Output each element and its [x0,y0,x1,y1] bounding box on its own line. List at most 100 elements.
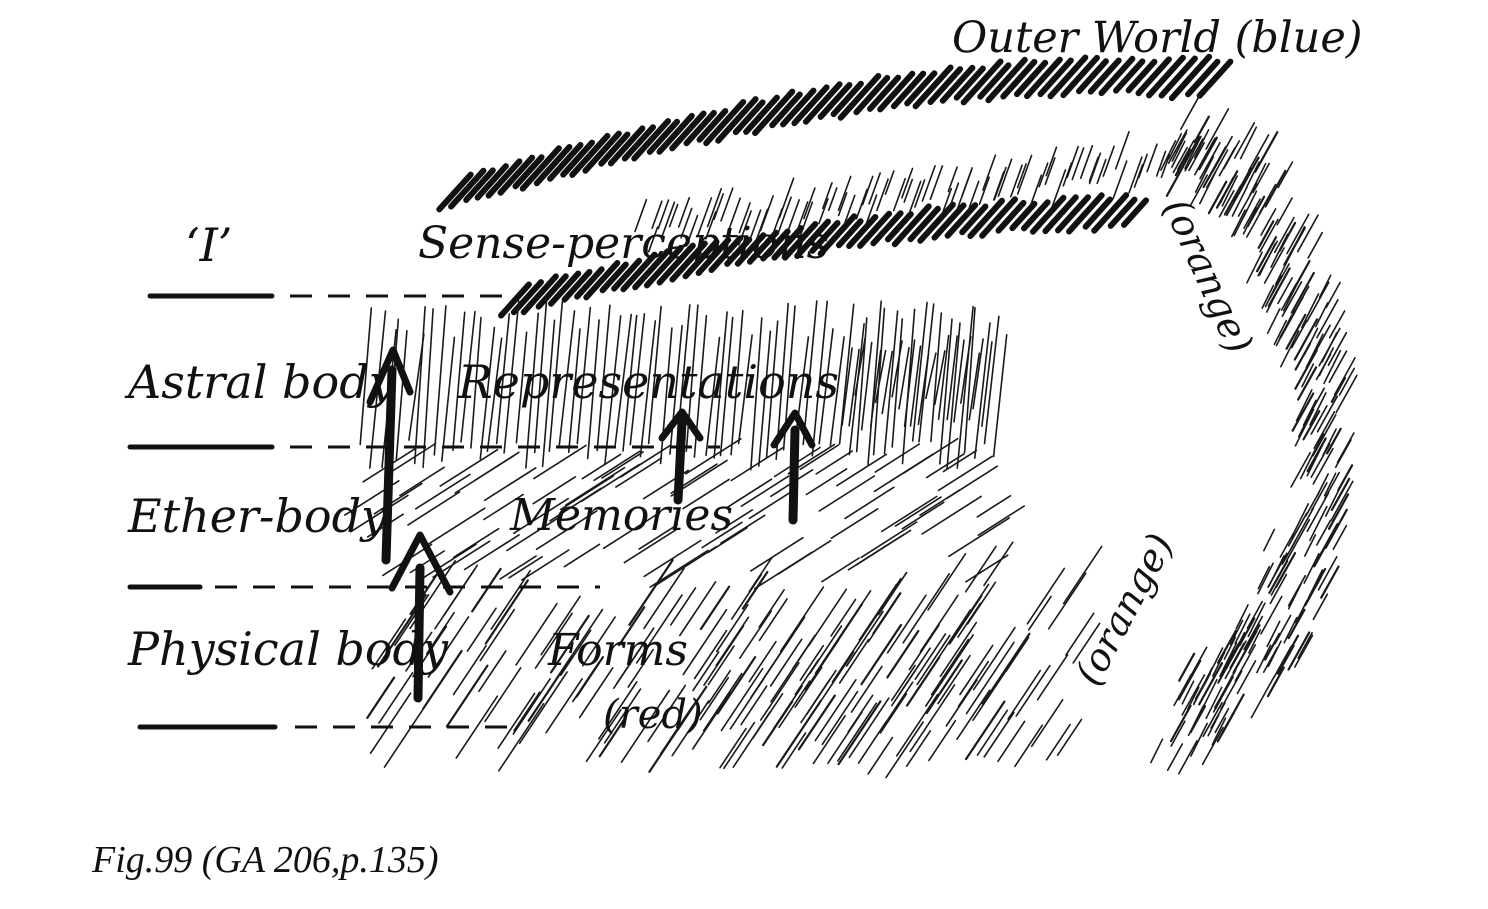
hatch-stroke [787,199,801,230]
hatch-stroke [817,82,853,120]
hatch-stroke [837,175,852,212]
hatch-stroke [1266,620,1281,648]
hatch-stroke [696,197,713,238]
hatch-stroke [512,154,545,190]
hatch-stroke [1036,653,1069,701]
hatch-stroke [1155,150,1167,177]
hatch-stroke [1316,298,1339,339]
hatch-stroke [939,621,978,678]
hatch-stroke [651,200,663,230]
hatch-stroke [945,679,978,727]
hatch-stroke [814,678,857,742]
hatch-stroke [956,689,991,741]
hatch-stroke [758,588,785,628]
hatch-stroke [1212,676,1234,713]
hatch-stroke [725,478,773,509]
hatch-stroke [1047,54,1089,100]
hatch-stroke [607,125,646,167]
hatch-stroke [498,281,532,319]
hatch-stroke [909,684,956,753]
hatch-stroke [972,670,1007,722]
hatch-stroke [1047,572,1087,630]
hatch-stroke [912,64,954,110]
hatch-stroke [708,235,744,273]
memories-label: Memories [509,490,733,541]
hatch-stroke [369,692,412,755]
hatch-stroke [1214,707,1230,734]
hatch-stroke [1266,666,1285,698]
hatch-stroke [1188,142,1205,172]
hatch-stroke [558,310,576,449]
hatch-stroke [715,96,759,144]
hatch-stroke [466,607,497,652]
hatch-stroke [942,449,978,473]
hatch-stroke [699,585,731,631]
hatch-stroke [627,648,655,688]
hatch-stroke [907,205,941,243]
hatch-stroke [578,667,614,719]
hatch-stroke [1016,163,1027,189]
hatch-stroke [829,336,845,447]
hatch-stroke [795,201,809,234]
hatch-stroke [1246,251,1263,284]
hatch-stroke [1247,602,1266,638]
hatch-stroke [1325,480,1344,517]
hatch-stroke [868,172,882,205]
hatch-stroke [439,448,499,487]
hatch-stroke [928,719,957,762]
hatch-stroke [965,641,1015,715]
hatch-stroke [669,110,707,152]
hatch-stroke [628,558,674,627]
hatch-stroke [933,350,946,406]
hatch-stroke [749,317,763,471]
hatch-stroke [1205,108,1230,150]
hatch-stroke [452,311,466,452]
arrow-up-icon [388,531,454,703]
hatch-stroke [497,692,536,750]
hatch-stroke [1294,408,1315,447]
hatch-stroke [1202,701,1223,738]
hatch-stroke [425,611,455,655]
hatch-stroke [715,603,749,653]
hatch-stroke [1309,392,1327,426]
hatch-stroke [513,691,541,732]
hatch-stroke [1313,410,1336,450]
hatch-stroke [506,515,562,552]
hatch-stroke [1060,54,1100,99]
hatch-stroke [985,56,1028,104]
hatch-stroke [877,571,908,616]
hatch-stroke [1273,216,1295,254]
hatch-stroke [821,557,860,583]
hatch-stroke [874,577,902,619]
hatch-stroke [727,197,742,231]
hatch-stroke [463,167,496,203]
hatch-stroke [425,507,486,547]
outer-world-hatching [436,53,1234,319]
hatch-stroke [631,118,671,162]
hatch-stroke [1009,164,1023,198]
hatch-stroke [1263,632,1281,661]
hatch-stroke [586,319,600,460]
hatch-stroke [1223,636,1237,660]
hatch-stroke [1318,274,1332,299]
red-label: (red) [603,692,703,738]
hatch-stroke [521,549,570,581]
hatch-stroke [452,527,500,559]
hatch-stroke [818,328,834,445]
hatch-stroke [1255,236,1278,273]
hatch-stroke [692,651,720,692]
hatch-stroke [730,309,744,456]
hatch-stroke [1207,180,1228,215]
hatch-stroke [1045,723,1071,761]
representations-hatching [359,299,1008,471]
hatch-stroke [1107,196,1138,229]
hatch-stroke [647,226,659,253]
hatch-stroke [1030,698,1064,748]
hatch-stroke [850,665,883,713]
hatch-stroke [898,346,910,410]
hatch-stroke [716,656,757,715]
hatch-stroke [1248,629,1262,654]
hatch-stroke [861,175,874,206]
hatch-stroke [931,202,967,241]
hatch-stroke [1189,174,1208,207]
